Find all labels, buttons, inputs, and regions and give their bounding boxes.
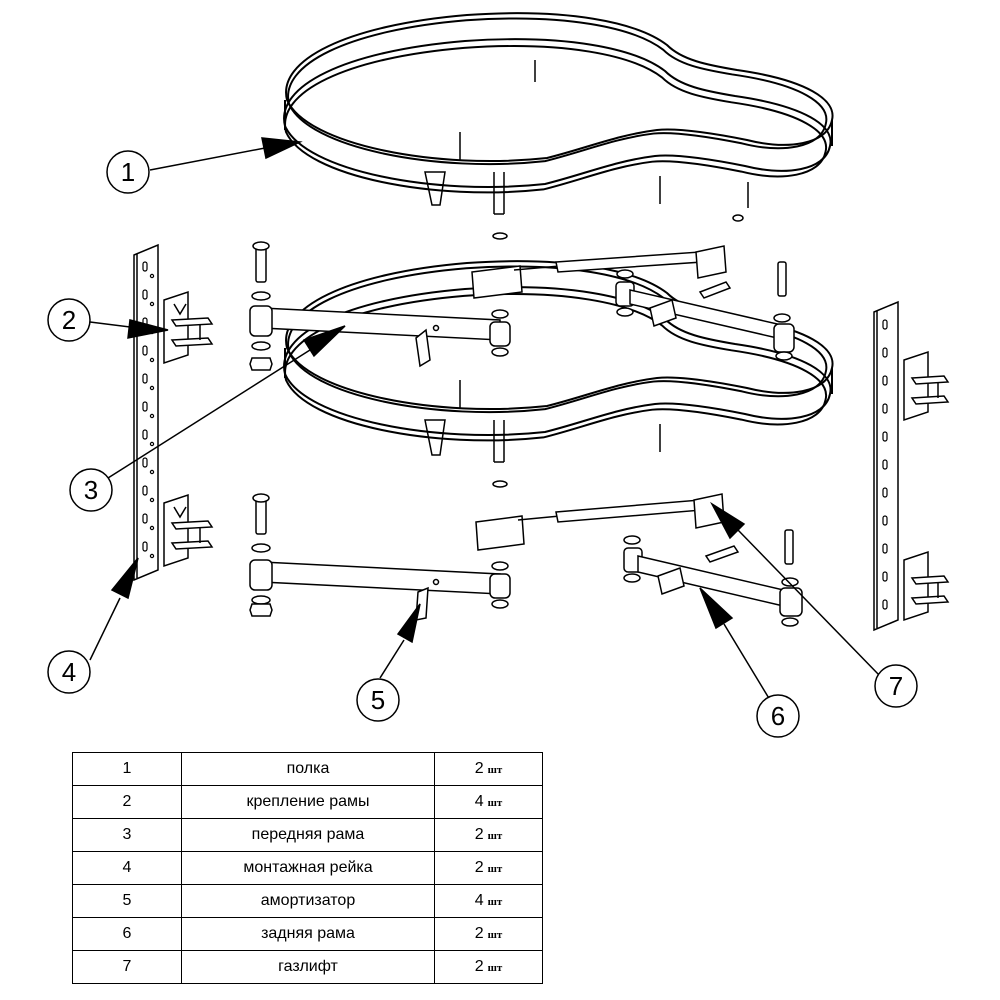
frame-bracket-lower	[163, 493, 214, 568]
quantity-value: 2	[474, 925, 484, 942]
callout-4: 4	[47, 650, 91, 694]
gas-lift-lower	[475, 493, 725, 551]
quantity-value: 2	[474, 958, 484, 975]
part-name: полка	[181, 752, 435, 786]
rear-frame-lower	[623, 529, 803, 627]
frame-bracket-upper	[163, 290, 214, 365]
svg-text:2: 2	[62, 305, 76, 335]
part-number: 4	[72, 851, 182, 885]
part-number: 1	[72, 752, 182, 786]
quantity-value: 4	[474, 793, 484, 810]
callout-3: 3	[69, 468, 113, 512]
quantity-unit: шт	[487, 764, 503, 776]
quantity-value: 4	[474, 892, 484, 909]
part-name: задняя рама	[181, 917, 435, 951]
svg-text:3: 3	[84, 475, 98, 505]
callout-5: 5	[356, 678, 400, 722]
svg-text:7: 7	[889, 671, 903, 701]
callout-7: 7	[874, 664, 918, 708]
callout-2: 2	[47, 298, 91, 342]
part-name: монтажная рейка	[181, 851, 435, 885]
gas-lift-upper	[471, 245, 727, 299]
svg-text:6: 6	[771, 701, 785, 731]
part-number: 3	[72, 818, 182, 852]
svg-text:4: 4	[62, 657, 76, 687]
svg-text:5: 5	[371, 685, 385, 715]
frame-bracket-right-lower	[903, 550, 950, 622]
quantity-unit: шт	[487, 797, 503, 809]
rear-frame-upper	[615, 261, 795, 361]
quantity-value: 2	[474, 859, 484, 876]
callout-6: 6	[756, 694, 800, 738]
quantity-unit: шт	[487, 830, 503, 842]
quantity-value: 2	[474, 826, 484, 843]
callout-1: 1	[106, 150, 150, 194]
quantity-value: 2	[474, 760, 484, 777]
part-name: амортизатор	[181, 884, 435, 918]
top-shelf	[283, 12, 834, 240]
part-name: крепление рамы	[181, 785, 435, 819]
left-mounting-rail	[133, 243, 214, 582]
quantity-unit: шт	[487, 962, 503, 974]
leader-lines	[89, 137, 881, 701]
quantity-unit: шт	[487, 863, 503, 875]
middle-shelf	[283, 260, 834, 488]
quantity-unit: шт	[487, 896, 503, 908]
frame-bracket-right-upper	[903, 350, 950, 422]
part-name: передняя рама	[181, 818, 435, 852]
part-number: 5	[72, 884, 182, 918]
front-frame-upper	[249, 241, 511, 371]
front-frame-lower	[249, 493, 511, 621]
svg-text:1: 1	[121, 157, 135, 187]
quantity-unit: шт	[487, 929, 503, 941]
part-name: газлифт	[181, 950, 435, 984]
right-mounting-rail	[873, 300, 950, 632]
part-number: 7	[72, 950, 182, 984]
part-number: 2	[72, 785, 182, 819]
exploded-assembly-diagram: 1 2 3 4 5 6 7	[47, 12, 950, 738]
part-number: 6	[72, 917, 182, 951]
